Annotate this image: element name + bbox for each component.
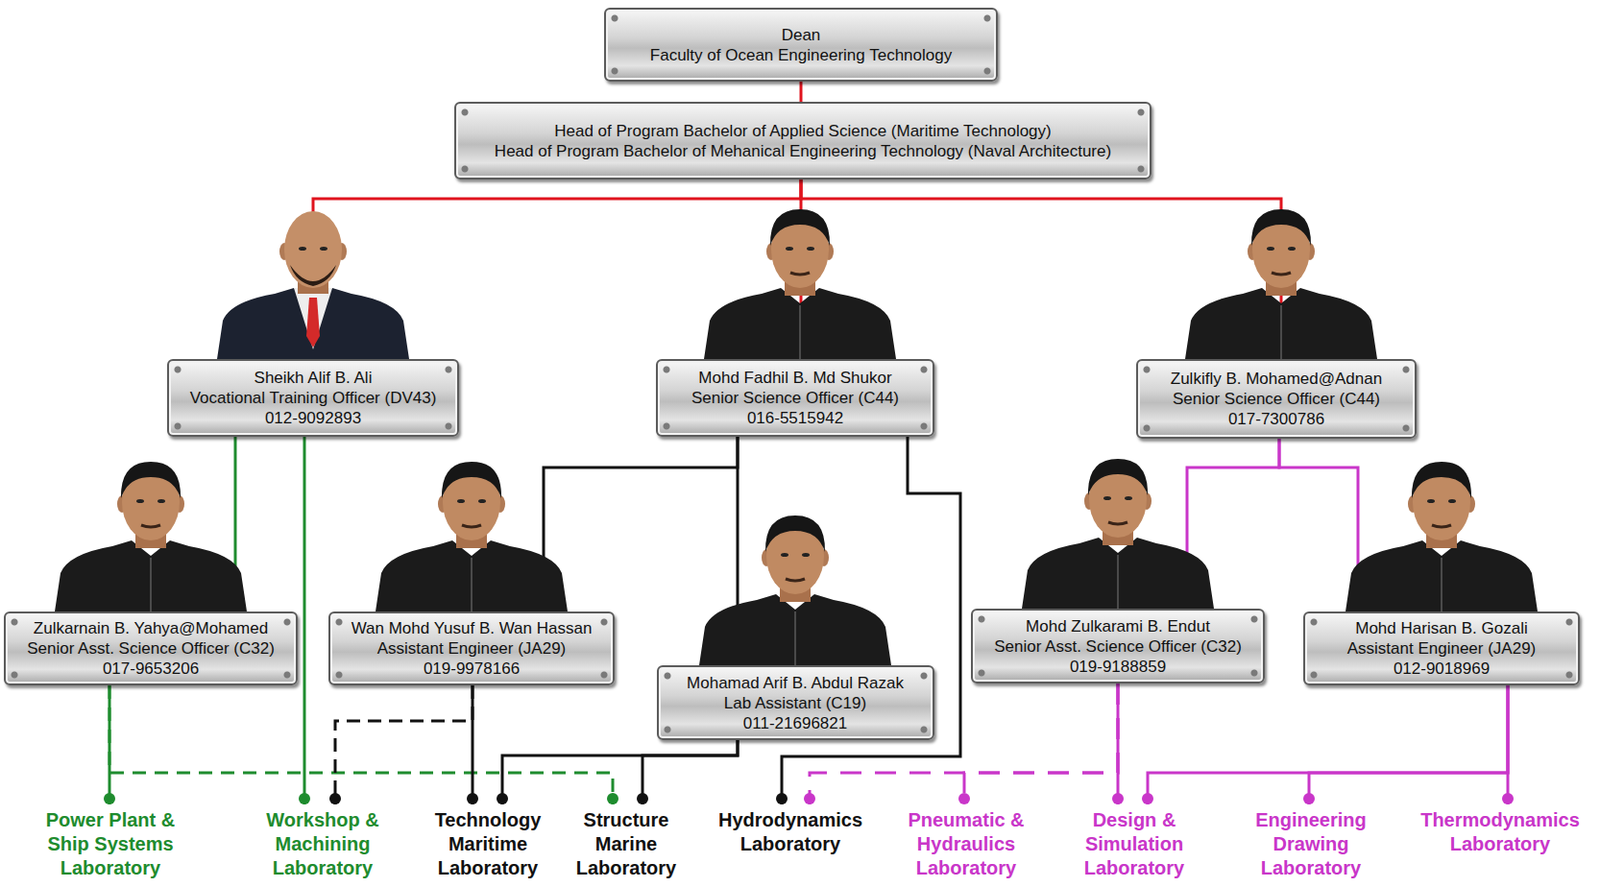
node-text: Pneumatic & Hydraulics Laboratory <box>898 808 1034 881</box>
node-text: Hydrodynamics Laboratory <box>711 808 871 857</box>
staff-box: DeanFaculty of Ocean Engineering Technol… <box>604 7 998 82</box>
node-text: Mohamad Arif B. Abdul Razak <box>686 673 904 694</box>
staff-box: Wan Mohd Yusuf B. Wan HassanAssistant En… <box>328 611 616 686</box>
node-text: Engineering Drawing Laboratory <box>1248 808 1374 881</box>
connector-line <box>1279 438 1358 612</box>
node-text: Technology Maritime Laboratory <box>428 808 549 881</box>
staff-box: Zulkifly B. Mohamed@AdnanSenior Science … <box>1136 359 1417 439</box>
node-text: Design & Simulation Laboratory <box>1074 808 1195 881</box>
staff-box: Mohd Zulkarami B. EndutSenior Asst. Scie… <box>970 608 1265 684</box>
staff-photo <box>1345 461 1538 612</box>
node-text: Zulkifly B. Mohamed@Adnan <box>1170 368 1382 389</box>
connector-dot <box>1303 793 1315 805</box>
staff-photo <box>1021 459 1214 609</box>
node-text: 017-9653206 <box>102 658 199 679</box>
node-text: Structure Marine Laboratory <box>571 808 682 881</box>
node-text: Thermodynamics Laboratory <box>1416 808 1585 857</box>
node-text: Sheikh Alif B. Ali <box>254 367 373 388</box>
staff-box: Head of Program Bachelor of Applied Scie… <box>454 101 1152 180</box>
connector-dot <box>606 793 619 805</box>
lab-label: Hydrodynamics Laboratory <box>711 804 871 857</box>
node-text: Zulkarnain B. Yahya@Mohamed <box>33 618 268 639</box>
connector-dot <box>636 793 649 805</box>
node-text: Faculty of Ocean Engineering Technology <box>650 45 952 66</box>
connector-dot <box>1112 793 1124 805</box>
node-text: Head of Program Bachelor of Applied Scie… <box>554 121 1052 142</box>
lab-label: Engineering Drawing Laboratory <box>1248 804 1374 881</box>
connector-dot <box>1141 793 1154 805</box>
connector-line <box>543 436 738 612</box>
connector-dot <box>958 793 970 805</box>
node-text: Senior Science Officer (C44) <box>691 387 899 409</box>
node-text: Workshop & Machining Laboratory <box>258 808 388 881</box>
node-text: Head of Program Bachelor of Mehanical En… <box>494 141 1112 162</box>
node-text: Wan Mohd Yusuf B. Wan Hassan <box>351 618 593 639</box>
staff-box: Mohamad Arif B. Abdul RazakLab Assistant… <box>656 665 935 741</box>
lab-label: Workshop & Machining Laboratory <box>258 804 388 881</box>
node-text: 017-7300786 <box>1228 409 1325 430</box>
connector-line <box>335 685 473 805</box>
connector-line <box>471 685 475 805</box>
node-text: 019-9978166 <box>423 658 520 679</box>
staff-photo <box>217 211 410 360</box>
node-text: Senior Asst. Science Officer (C32) <box>993 636 1242 657</box>
connector-line <box>303 436 307 805</box>
lab-label: Design & Simulation Laboratory <box>1074 804 1195 881</box>
lab-label: Pneumatic & Hydraulics Laboratory <box>898 804 1034 881</box>
connector-dot <box>1502 793 1514 805</box>
connector-dot <box>329 793 341 805</box>
lab-label: Technology Maritime Laboratory <box>428 804 549 881</box>
node-text: Mohd Fadhil B. Md Shukor <box>698 367 892 388</box>
connector-line <box>642 740 738 805</box>
staff-photo <box>375 461 568 612</box>
connector-line <box>800 81 803 102</box>
node-text: 019-9188859 <box>1069 656 1166 678</box>
connector-dot <box>775 793 788 805</box>
staff-photo <box>1185 209 1378 360</box>
node-text: Mohd Zulkarami B. Endut <box>1025 616 1211 637</box>
staff-photo <box>54 461 247 612</box>
lab-label: Thermodynamics Laboratory <box>1416 804 1585 857</box>
lab-label: Power Plant & Ship Systems Laboratory <box>38 804 183 881</box>
node-text: 016-5515942 <box>747 408 844 429</box>
connector-line <box>109 685 613 805</box>
connector-dot <box>496 793 509 805</box>
node-text: Assistant Engineer (JA29) <box>377 638 567 659</box>
connector-dot <box>298 793 311 805</box>
connector-dot <box>803 793 816 805</box>
staff-box: Zulkarnain B. Yahya@MohamedSenior Asst. … <box>3 611 298 686</box>
staff-photo <box>703 209 897 360</box>
connector-line <box>108 685 112 805</box>
node-text: Vocational Training Officer (DV43) <box>190 387 437 409</box>
staff-box: Mohd Harisan B. GozaliAssistant Engineer… <box>1303 611 1580 686</box>
lab-label: Structure Marine Laboratory <box>571 804 682 881</box>
node-text: 011-21696821 <box>743 713 848 734</box>
connector-line <box>964 683 1118 805</box>
connector-dot <box>103 793 116 805</box>
connector-line <box>1147 685 1508 805</box>
node-text: Senior Science Officer (C44) <box>1172 388 1381 410</box>
node-text: 012-9092893 <box>265 408 362 429</box>
staff-box: Sheikh Alif B. AliVocational Training Of… <box>167 359 461 437</box>
connector-line <box>502 740 738 805</box>
node-text: Dean <box>781 24 822 46</box>
node-text: Mohd Harisan B. Gozali <box>1355 618 1528 639</box>
node-text: Senior Asst. Science Officer (C32) <box>26 638 275 659</box>
staff-box: Mohd Fadhil B. Md ShukorSenior Science O… <box>655 359 935 437</box>
connector-line <box>1309 685 1508 805</box>
staff-photo <box>699 515 892 666</box>
node-text: Assistant Engineer (JA29) <box>1347 638 1537 659</box>
connector-dot <box>466 793 479 805</box>
node-text: Lab Assistant (C19) <box>724 693 867 714</box>
node-text: 012-9018969 <box>1393 658 1490 679</box>
node-text: Power Plant & Ship Systems Laboratory <box>38 808 183 881</box>
